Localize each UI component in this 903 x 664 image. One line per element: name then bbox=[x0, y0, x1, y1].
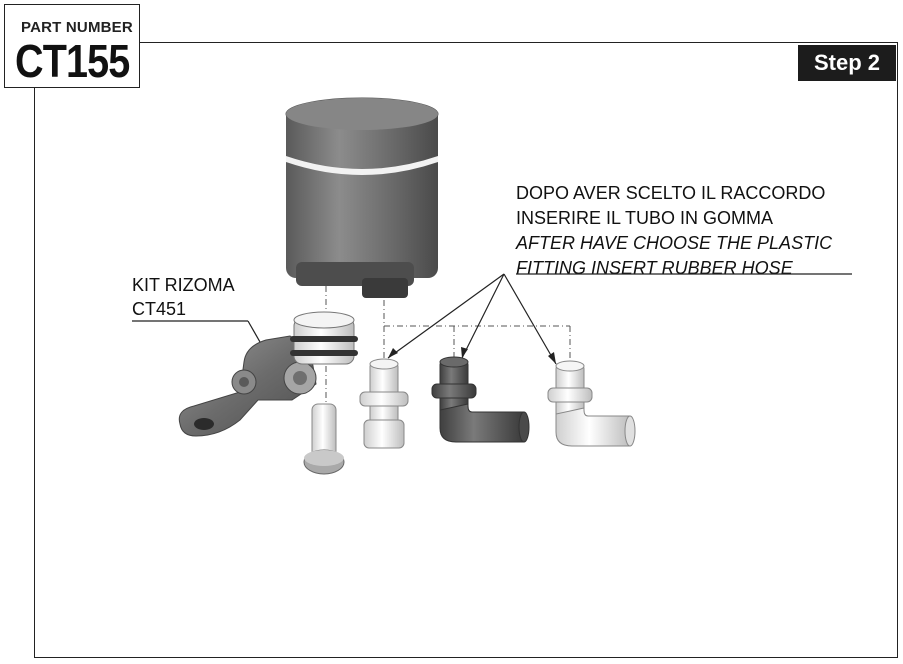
part-number-box: PART NUMBER CT155 bbox=[4, 4, 140, 88]
kit-label: KIT RIZOMA CT451 bbox=[132, 273, 235, 321]
grommet bbox=[290, 311, 358, 365]
pin bbox=[303, 403, 345, 475]
elbow-fitting-dark bbox=[431, 356, 530, 443]
step-badge: Step 2 bbox=[798, 45, 896, 81]
diagram-frame bbox=[34, 42, 898, 658]
instruction-note: DOPO AVER SCELTO IL RACCORDO INSERIRE IL… bbox=[516, 181, 832, 281]
reservoir bbox=[285, 97, 439, 298]
elbow-fitting-light bbox=[547, 360, 636, 447]
instruction-line-it-2: INSERIRE IL TUBO IN GOMMA bbox=[516, 208, 774, 228]
kit-leader bbox=[132, 320, 269, 357]
instruction-line-en-1: AFTER HAVE CHOOSE THE PLASTIC bbox=[516, 233, 833, 253]
kit-name: KIT RIZOMA bbox=[132, 275, 235, 295]
mounting-bracket bbox=[178, 335, 317, 437]
instruction-line-en-2: FITTING INSERT RUBBER HOSE bbox=[516, 258, 793, 278]
part-number-value: CT155 bbox=[15, 35, 130, 87]
kit-code: CT451 bbox=[132, 299, 187, 319]
part-number-label: PART NUMBER bbox=[21, 19, 133, 36]
instruction-line-it-1: DOPO AVER SCELTO IL RACCORDO bbox=[516, 183, 826, 203]
note-leader bbox=[387, 273, 852, 365]
arrow-heads bbox=[388, 347, 556, 364]
alignment-lines bbox=[325, 286, 571, 404]
straight-fitting bbox=[359, 358, 409, 449]
